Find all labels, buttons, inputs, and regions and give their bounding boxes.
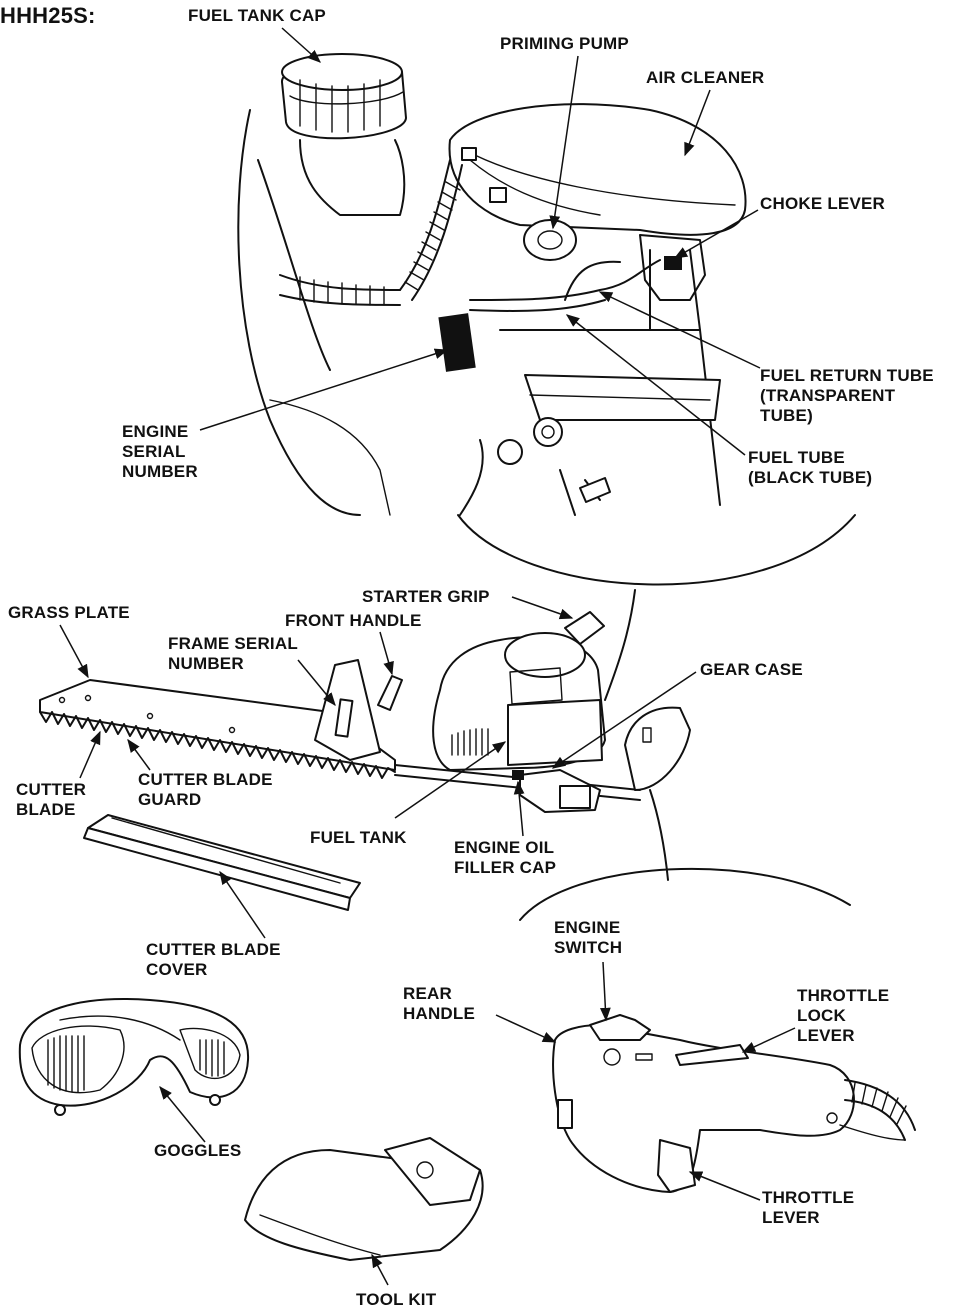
label-engine-oil-filler-cap: ENGINE OIL FILLER CAP xyxy=(454,838,556,878)
label-engine-switch: ENGINE SWITCH xyxy=(554,918,622,958)
label-tool-kit: TOOL KIT xyxy=(356,1290,436,1310)
label-goggles: GOGGLES xyxy=(154,1141,241,1161)
closeup-lens-bottom xyxy=(520,869,850,920)
label-grass-plate: GRASS PLATE xyxy=(8,603,130,623)
tool-kit-illustration xyxy=(245,1138,483,1260)
label-fuel-return-tube: FUEL RETURN TUBE (TRANSPARENT TUBE) xyxy=(760,366,934,426)
label-choke-lever: CHOKE LEVER xyxy=(760,194,885,214)
label-front-handle: FRONT HANDLE xyxy=(285,611,422,631)
model-heading: HHH25S: xyxy=(0,4,96,28)
goggles-illustration xyxy=(20,999,248,1115)
closeup-lens-top xyxy=(458,515,855,584)
label-fuel-tube: FUEL TUBE (BLACK TUBE) xyxy=(748,448,872,488)
coiled-wire-drawing xyxy=(280,160,462,305)
engine-closeup-illustration xyxy=(238,54,745,515)
closeup-lens-connector-top xyxy=(605,590,635,700)
label-throttle-lever: THROTTLE LEVER xyxy=(762,1188,854,1228)
engine-serial-plate xyxy=(438,313,475,372)
fuel-tank-cap-drawing xyxy=(282,54,406,215)
label-frame-serial-number: FRAME SERIAL NUMBER xyxy=(168,634,298,674)
label-cutter-blade-guard: CUTTER BLADE GUARD xyxy=(138,770,273,810)
label-gear-case: GEAR CASE xyxy=(700,660,803,680)
label-engine-serial-number: ENGINE SERIAL NUMBER xyxy=(122,422,198,482)
label-cutter-blade: CUTTER BLADE xyxy=(16,780,86,820)
label-fuel-tank: FUEL TANK xyxy=(310,828,407,848)
label-cutter-blade-cover: CUTTER BLADE COVER xyxy=(146,940,281,980)
label-priming-pump: PRIMING PUMP xyxy=(500,34,629,54)
label-air-cleaner: AIR CLEANER xyxy=(646,68,764,88)
closeup-lens-connector-bottom xyxy=(650,790,668,880)
air-cleaner-drawing xyxy=(450,104,746,235)
label-throttle-lock-lever: THROTTLE LOCK LEVER xyxy=(797,986,889,1046)
label-rear-handle: REAR HANDLE xyxy=(403,984,475,1024)
label-fuel-tank-cap: FUEL TANK CAP xyxy=(188,6,326,26)
label-starter-grip: STARTER GRIP xyxy=(362,587,490,607)
